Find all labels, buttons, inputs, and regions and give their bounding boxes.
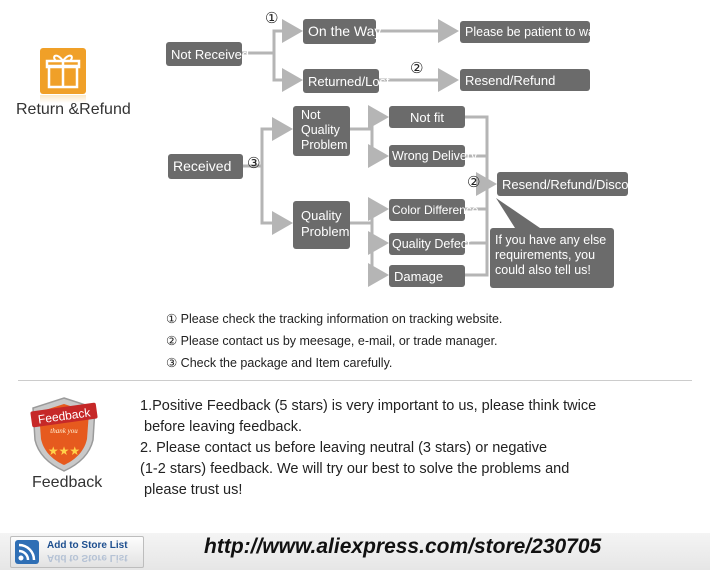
arrow-not-received-branch [242,19,303,55]
box-color-difference: Color Difference [389,199,478,221]
gift-icon-reflection [40,95,86,103]
arrow-not-fit [350,105,389,131]
box-returned-lost: Returned/Lost [303,69,390,93]
box-quality-problem: Quality Problem [293,201,350,249]
arrow-not-received-lost [272,53,303,92]
feedback-line-5: please trust us! [140,482,243,498]
marker-2-top: ② [410,60,424,77]
arrow-quality-defect [368,223,389,255]
note-1: ① Please check the tracking information … [166,312,503,326]
marker-1: ① [265,10,279,27]
box-not-quality-problem: Not Quality Problem [293,106,350,156]
return-refund-label: Return &Refund [16,101,131,118]
note-2: ② Please contact us by meesage, e-mail, … [166,334,498,348]
box-resend-refund: Resend/Refund [460,69,590,91]
arrow-received-down [260,166,293,235]
box-received: Received [168,154,243,179]
gift-icon-graphic [45,54,81,89]
callout-tail [496,198,540,228]
feedback-line-1: 1.Positive Feedback (5 stars) is very im… [140,398,597,414]
feedback-stars-icon: ★★★ [48,444,80,458]
box-please-wait: Please be patient to wait [460,21,601,43]
arrow-damage [368,243,389,287]
arrow-color-diff [350,197,389,225]
feedback-line-3: 2. Please contact us before leaving neut… [140,440,548,456]
feedback-line-4: (1-2 stars) feedback. We will try our be… [140,461,570,477]
feedback-label: Feedback [32,474,103,491]
box-not-received: Not Received [166,42,249,66]
box-not-fit: Not fit [389,106,465,128]
add-to-store-label-reflection: Add to Store List [47,552,128,563]
arrow-wrong-delivery [368,129,389,168]
box-resend-refund-discount: Resend/Refund/Discount [497,172,647,196]
feedback-line-2: before leaving feedback. [140,419,303,435]
store-url[interactable]: http://www.aliexpress.com/store/230705 [204,535,602,558]
callout-requirements: If you have any else requirements, you c… [490,228,614,288]
marker-2-bottom: ② [467,174,481,191]
add-to-store-label: Add to Store List [47,540,128,551]
flow-connectors [242,19,540,287]
section-divider [18,380,692,381]
rss-icon [15,540,39,564]
box-quality-defect: Quality Defect [389,233,471,255]
arrow-received-up [243,117,293,168]
box-wrong-delivery: Wrong Delivery [389,145,477,167]
feedback-shield-icon: Feedback thank you ★★★ [30,397,98,472]
feedback-badge-sub: thank you [50,427,78,435]
gift-icon [40,48,86,94]
arrow-merge [465,115,489,277]
box-damage: Damage [389,265,465,287]
note-3: ③ Check the package and Item carefully. [166,356,393,370]
marker-3: ③ [247,155,261,172]
add-to-store-button[interactable]: Add to Store List Add to Store List [10,536,144,568]
box-on-the-way: On the Way [303,19,381,44]
